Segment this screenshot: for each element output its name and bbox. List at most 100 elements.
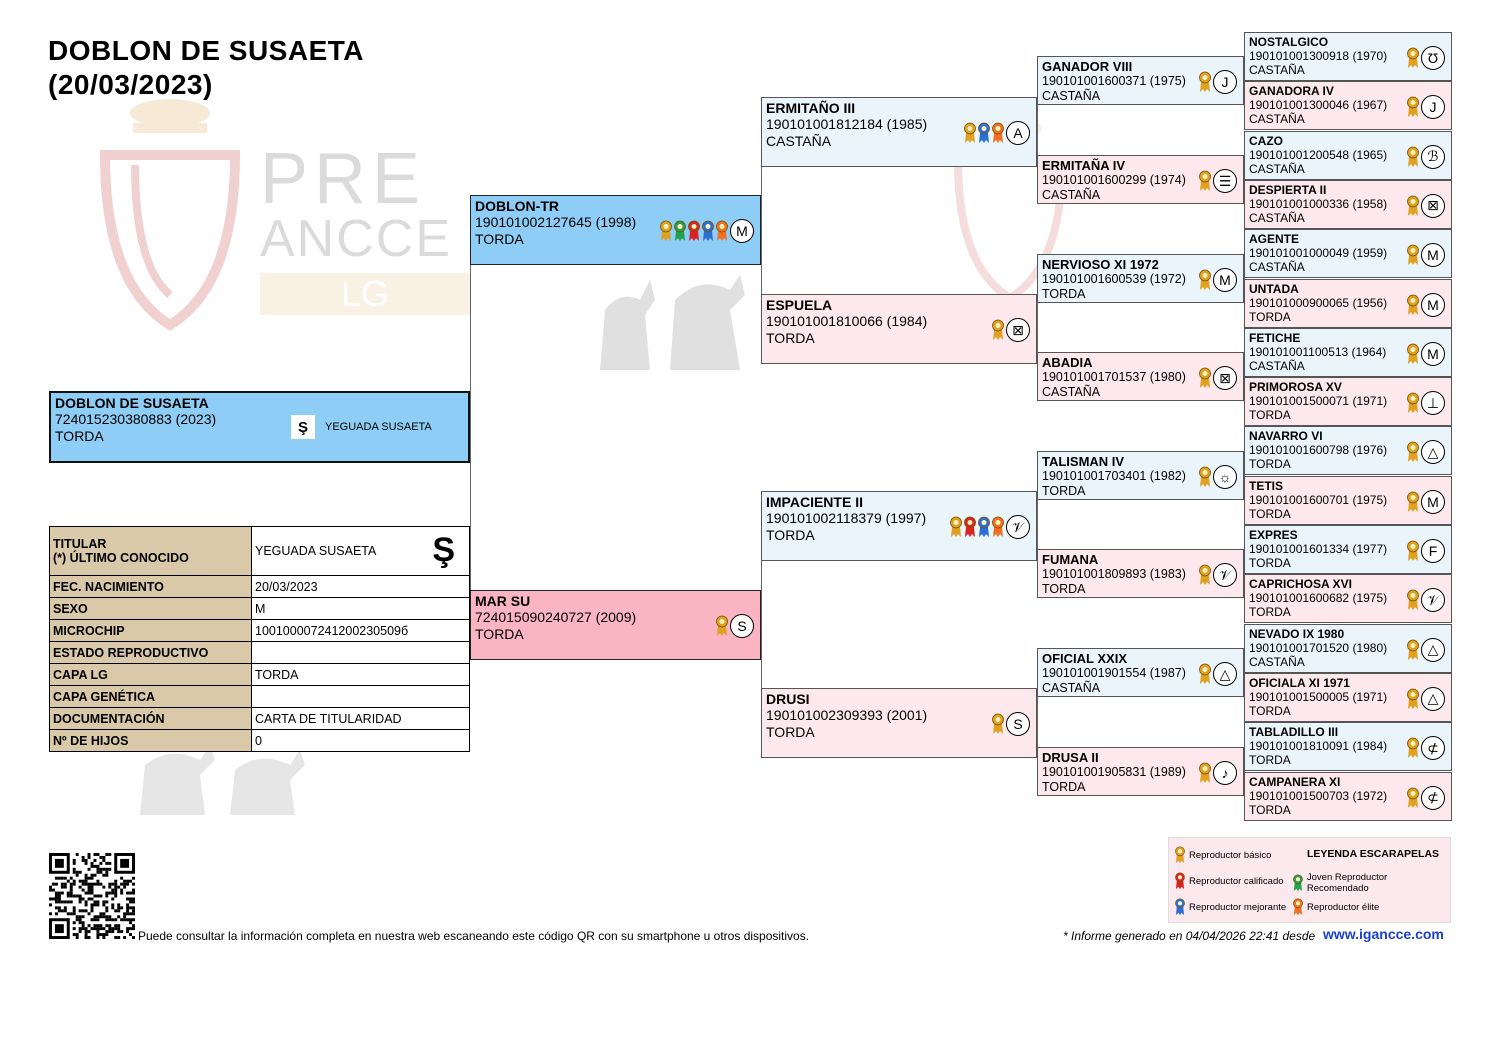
horse-name: DOBLON-TR: [475, 198, 559, 214]
info-key: FEC. NACIMIENTO: [49, 575, 252, 598]
medal-basic-icon: [950, 516, 962, 537]
horse-reg: 190101002309393 (2001): [766, 707, 928, 723]
horse-brand-icon: 𝒱: [1006, 515, 1030, 539]
medal-improver-icon: [978, 516, 990, 537]
horse-brand-icon: ⊄: [1421, 736, 1445, 761]
horse-coat: CASTAÑA: [1249, 112, 1305, 127]
horse-name: DESPIERTA II: [1249, 182, 1327, 197]
horse-brand-icon: ☼: [1213, 465, 1237, 489]
horse-brand-icon: S: [1006, 712, 1030, 736]
horse-reg: 190101000900065 (1956): [1249, 295, 1388, 310]
horse-coat: TORDA: [1249, 556, 1291, 570]
horse-brand-icon: J: [1421, 95, 1445, 120]
info-value: CARTA DE TITULARIDAD: [251, 707, 470, 730]
horse-brand-icon: F: [1421, 539, 1445, 563]
horse-coat: CASTAÑA: [766, 133, 832, 149]
horse-name: IMPACIENTE II: [766, 494, 863, 510]
info-value: 0: [251, 729, 470, 752]
horse-brand-icon: △: [1421, 637, 1445, 662]
qr-code-icon[interactable]: [49, 853, 135, 939]
medal-young-icon: [674, 220, 686, 241]
subject-coat: TORDA: [55, 428, 104, 444]
horse-name: TABLADILLO III: [1249, 725, 1339, 740]
horse-brand-icon: M: [1421, 292, 1445, 317]
horse-name: NEVADO IX 1980: [1249, 626, 1345, 641]
horse-coat: TORDA: [1249, 703, 1291, 718]
subject-breeder: YEGUADA SUSAETA: [325, 421, 432, 433]
horse-reg: 190101001500703 (1972): [1249, 788, 1388, 803]
horse-reg: 190101001701537 (1980): [1042, 370, 1186, 384]
horse-name: ERMITAÑO III: [766, 100, 856, 116]
page-title: DOBLON DE SUSAETA (20/03/2023): [48, 34, 364, 102]
medal-basic-icon: [716, 615, 728, 636]
horse-reg: 190101001500071 (1971): [1249, 394, 1388, 409]
horse-reg: 190101001703401 (1982): [1042, 469, 1186, 483]
horse-brand-icon: S: [730, 614, 754, 638]
horse-name: ESPUELA: [766, 297, 833, 313]
horse-reg: 190101002118379 (1997): [766, 510, 927, 526]
horse-reg: 190101001809893 (1983): [1042, 567, 1186, 581]
horse-name: OFICIAL XXIX: [1042, 651, 1127, 666]
horse-coat: TORDA: [1249, 753, 1291, 768]
site-link[interactable]: www.igancce.com: [1323, 926, 1444, 942]
horse-reg: 190101001300918 (1970): [1249, 49, 1388, 63]
medal-basic-icon: [992, 713, 1004, 734]
info-key: CAPA LG: [49, 663, 252, 686]
connector-line: [470, 230, 471, 590]
medal-elite-icon: [992, 516, 1004, 537]
medal-basic-icon: [1407, 47, 1419, 68]
horse-brand-icon: △: [1421, 686, 1445, 711]
horse-name: CAMPANERA XI: [1249, 774, 1341, 789]
horse-coat: TORDA: [766, 527, 815, 543]
connector-line: [1037, 279, 1038, 377]
horse-brand-icon: ♪: [1213, 761, 1237, 785]
info-value: TORDA: [251, 663, 470, 686]
horse-brand-icon: ⊠: [1421, 193, 1445, 218]
horses-watermark-icon: [600, 275, 745, 370]
horse-name: OFICIALA XI 1971: [1249, 675, 1350, 690]
info-value: 100100007241200230509б: [251, 619, 470, 642]
connector-line: [1037, 81, 1038, 180]
horse-brand-icon: J: [1213, 70, 1237, 94]
horse-brand-icon: M: [1421, 243, 1445, 268]
horse-reg: 190101001600798 (1976): [1249, 443, 1388, 458]
horse-coat: TORDA: [475, 231, 524, 247]
horse-brand-icon: ⊥: [1421, 391, 1445, 416]
horse-name: NAVARRO VI: [1249, 429, 1323, 444]
subject-box[interactable]: DOBLON DE SUSAETA 724015230380883 (2023)…: [49, 391, 470, 463]
info-row: CAPA GENÉTICA: [49, 685, 470, 708]
